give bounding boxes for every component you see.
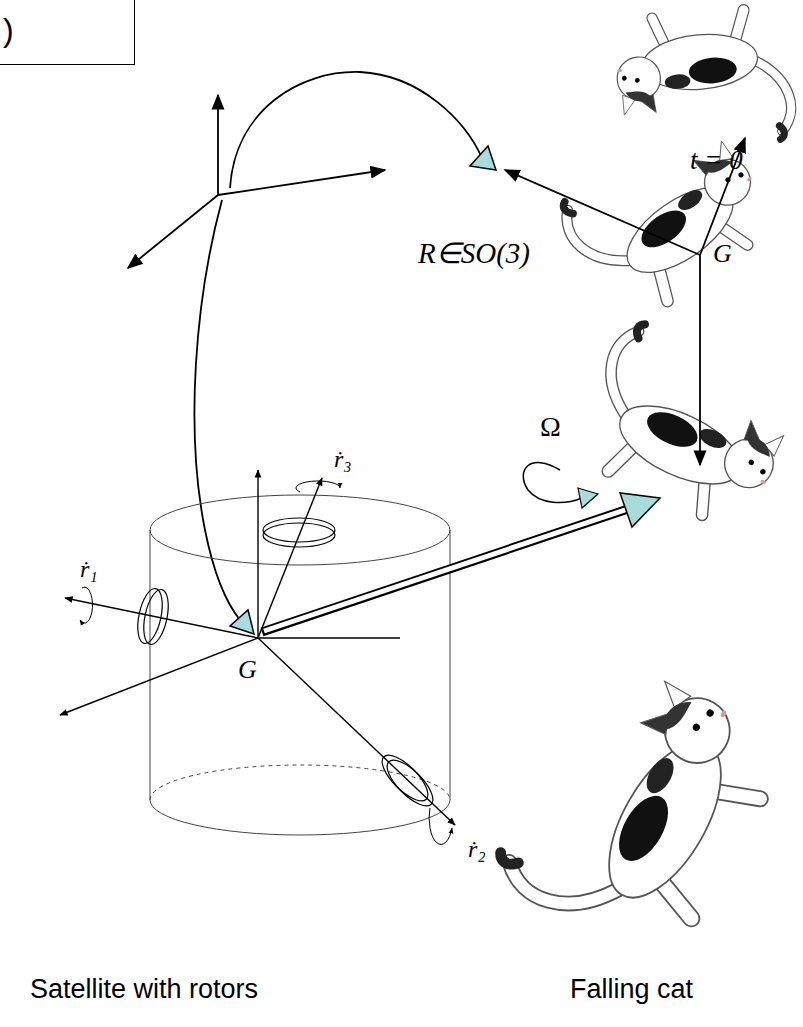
satellite-axes — [60, 470, 455, 825]
caption-label: Satellite with rotors — [30, 975, 258, 1005]
rotor-rate: ṙ₁ — [80, 556, 98, 582]
cat-figure — [612, 7, 794, 153]
point-label: G — [713, 240, 732, 269]
body-frame — [505, 138, 745, 465]
point-label: G — [238, 656, 257, 685]
spin-arrow — [80, 481, 452, 844]
cat-figure — [491, 648, 791, 969]
angular-velocity-arrow — [262, 463, 660, 632]
inertial-frame — [128, 95, 385, 268]
cat-figure — [553, 106, 782, 325]
caption-label: Falling cat — [570, 975, 693, 1005]
cat-figure — [569, 318, 803, 534]
panel-tag: ) — [0, 0, 135, 65]
time-label: t = 0 — [690, 146, 743, 176]
group-label: R∈SO(3) — [418, 238, 530, 270]
rotor-rate: ṙ₃ — [334, 446, 352, 472]
symbol-label: Ω — [540, 412, 561, 443]
rotor-rate: ṙ₂ — [468, 836, 486, 862]
satellite-body — [150, 495, 450, 835]
panel-letter: ) — [0, 0, 134, 48]
rotation-arrow — [194, 72, 496, 634]
